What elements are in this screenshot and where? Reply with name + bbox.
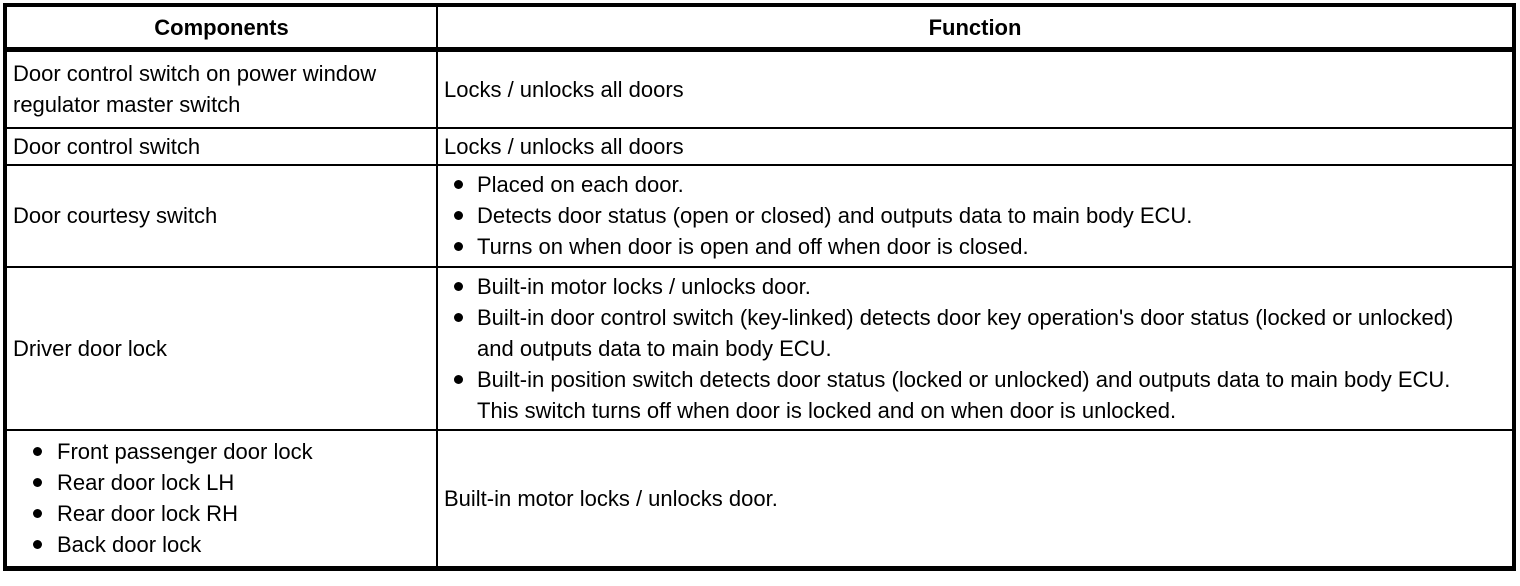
table-row: Driver door lock Built-in motor locks / … [4,265,1515,431]
bullet-item: Front passenger door lock [13,436,430,467]
components-column-header: Components [4,4,438,52]
function-cell: Built-in motor locks / unlocks door. [436,428,1515,570]
bullet-item: Rear door lock LH [13,467,430,498]
function-cell: Placed on each door.Detects door status … [436,163,1515,268]
bullet-item: Detects door status (open or closed) and… [444,200,1506,231]
function-cell: Locks / unlocks all doors [436,48,1515,129]
bullet-item: Back door lock [13,529,430,560]
component-cell: Driver door lock [4,265,438,431]
component-cell: Door control switch on power window regu… [4,48,438,129]
bullet-item: Built-in position switch detects door st… [444,364,1506,426]
component-cell: Door courtesy switch [4,163,438,268]
bullet-item: Turns on when door is open and off when … [444,231,1506,262]
bullet-item: Rear door lock RH [13,498,430,529]
table-header-row: Components Function [4,4,1515,52]
table-row: Door courtesy switch Placed on each door… [4,163,1515,268]
bullet-item: Built-in motor locks / unlocks door. [444,271,1506,302]
table-row: Door control switch on power window regu… [4,48,1515,129]
function-cell: Built-in motor locks / unlocks door.Buil… [436,265,1515,431]
function-cell: Locks / unlocks all doors [436,126,1515,166]
function-bullet-list: Placed on each door.Detects door status … [444,169,1506,262]
table-row: Door control switch Locks / unlocks all … [4,126,1515,166]
component-cell: Door control switch [4,126,438,166]
components-function-table: Components Function Door control switch … [3,3,1516,571]
bullet-item: Built-in door control switch (key-linked… [444,302,1506,364]
function-bullet-list: Built-in motor locks / unlocks door.Buil… [444,271,1506,426]
bullet-item: Placed on each door. [444,169,1506,200]
function-column-header: Function [436,4,1515,52]
